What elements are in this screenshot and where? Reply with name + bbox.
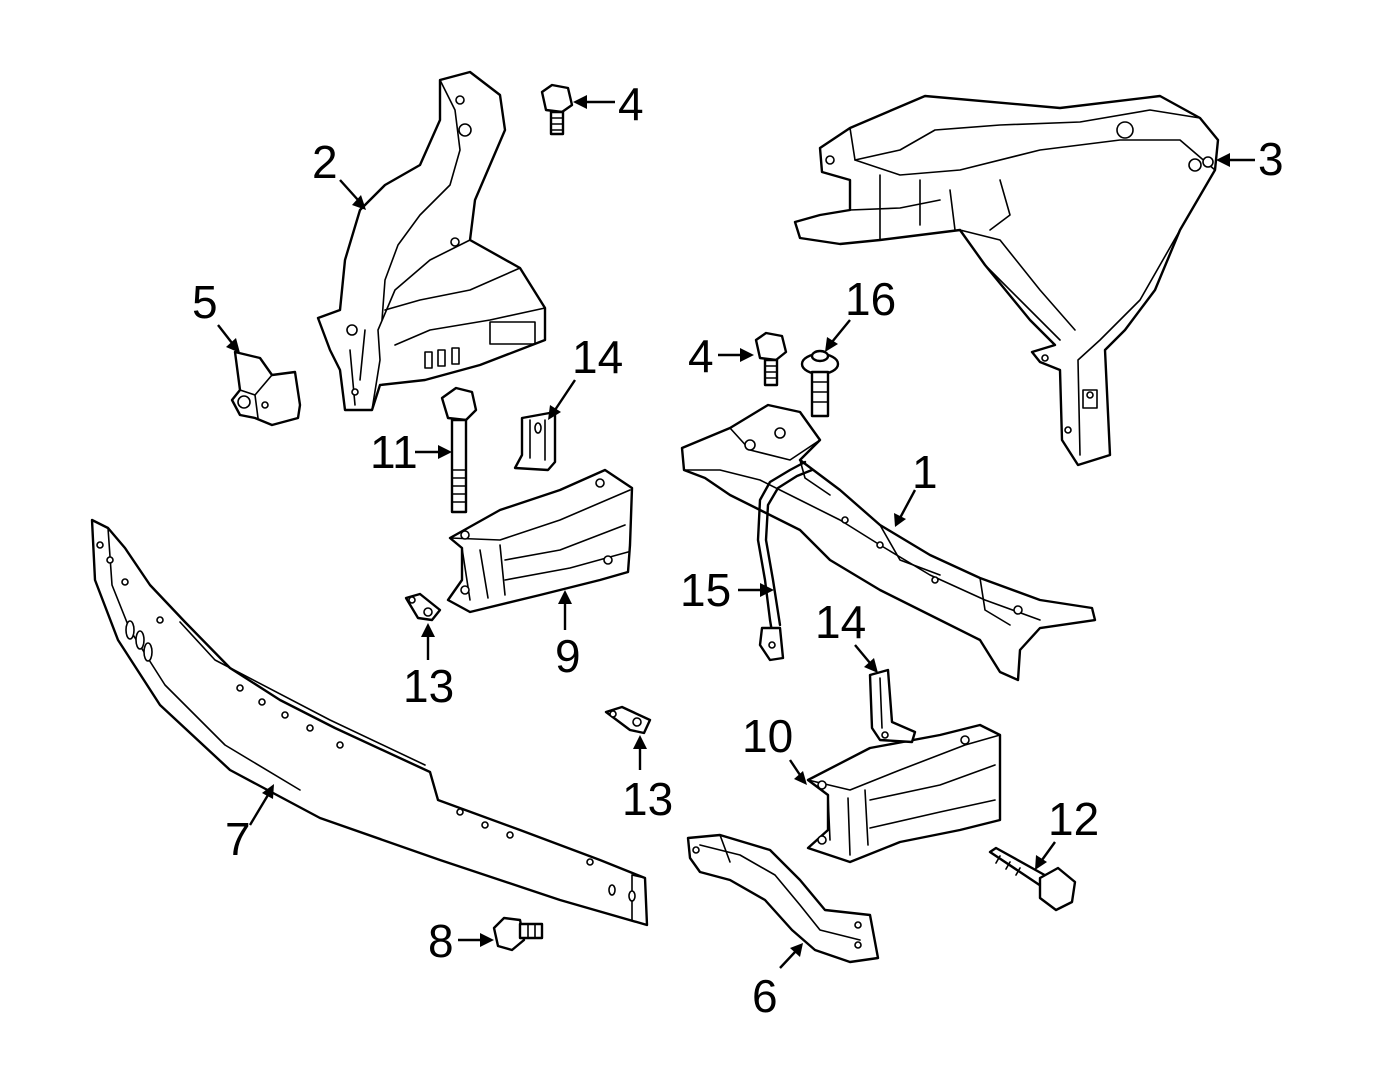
part-11-long-bolt: [440, 386, 478, 514]
callout-14-lower: 14: [815, 596, 866, 648]
part-14-lower-clip: [868, 668, 917, 744]
part-4-top-bolt: [540, 83, 574, 136]
part-3-upper-support: [793, 94, 1220, 467]
callout-15: 15: [680, 564, 731, 616]
callout-5: 5: [192, 276, 218, 328]
callout-4-middle: 4: [688, 330, 714, 382]
callout-14-upper: 14: [572, 331, 623, 383]
leader-lines: [217, 95, 1255, 969]
callout-10: 10: [742, 710, 793, 762]
part-4-middle-bolt: [754, 331, 788, 387]
part-14-upper-clip: [513, 410, 557, 472]
callout-1: 1: [912, 446, 938, 498]
part-6-lower-brace: [686, 833, 880, 964]
part-12-angled-bolt: [988, 846, 1077, 912]
part-2-side-bracket: [316, 70, 547, 412]
part-16-push-fastener: [800, 349, 840, 418]
callout-2: 2: [312, 136, 338, 188]
callout-3: 3: [1258, 133, 1284, 185]
callout-11: 11: [370, 426, 418, 478]
part-10-right-bracket: [806, 723, 1002, 864]
callout-13-right: 13: [622, 773, 673, 825]
callout-4-top: 4: [618, 78, 644, 130]
part-8-bolt: [492, 916, 544, 952]
callout-7: 7: [225, 813, 251, 865]
part-13-right-tab: [604, 705, 652, 735]
callout-13-left: 13: [403, 660, 454, 712]
part-1-lower-crossmember: [680, 403, 1097, 682]
part-9-left-bracket: [446, 468, 634, 614]
callout-12: 12: [1048, 793, 1099, 845]
part-5-small-bracket: [230, 350, 302, 427]
callout-8: 8: [428, 915, 454, 967]
part-7-bumper-reinforcement: [90, 518, 649, 927]
callout-9: 9: [555, 630, 581, 682]
part-13-left-tab: [404, 592, 442, 622]
part-15-wire-strap: [756, 460, 814, 662]
callout-6: 6: [752, 970, 778, 1022]
callout-labels: 1 2 3 4 4 5 6 7 8 9 10 11 12 13 13 14 14…: [192, 78, 1284, 1022]
callout-16: 16: [845, 273, 896, 325]
